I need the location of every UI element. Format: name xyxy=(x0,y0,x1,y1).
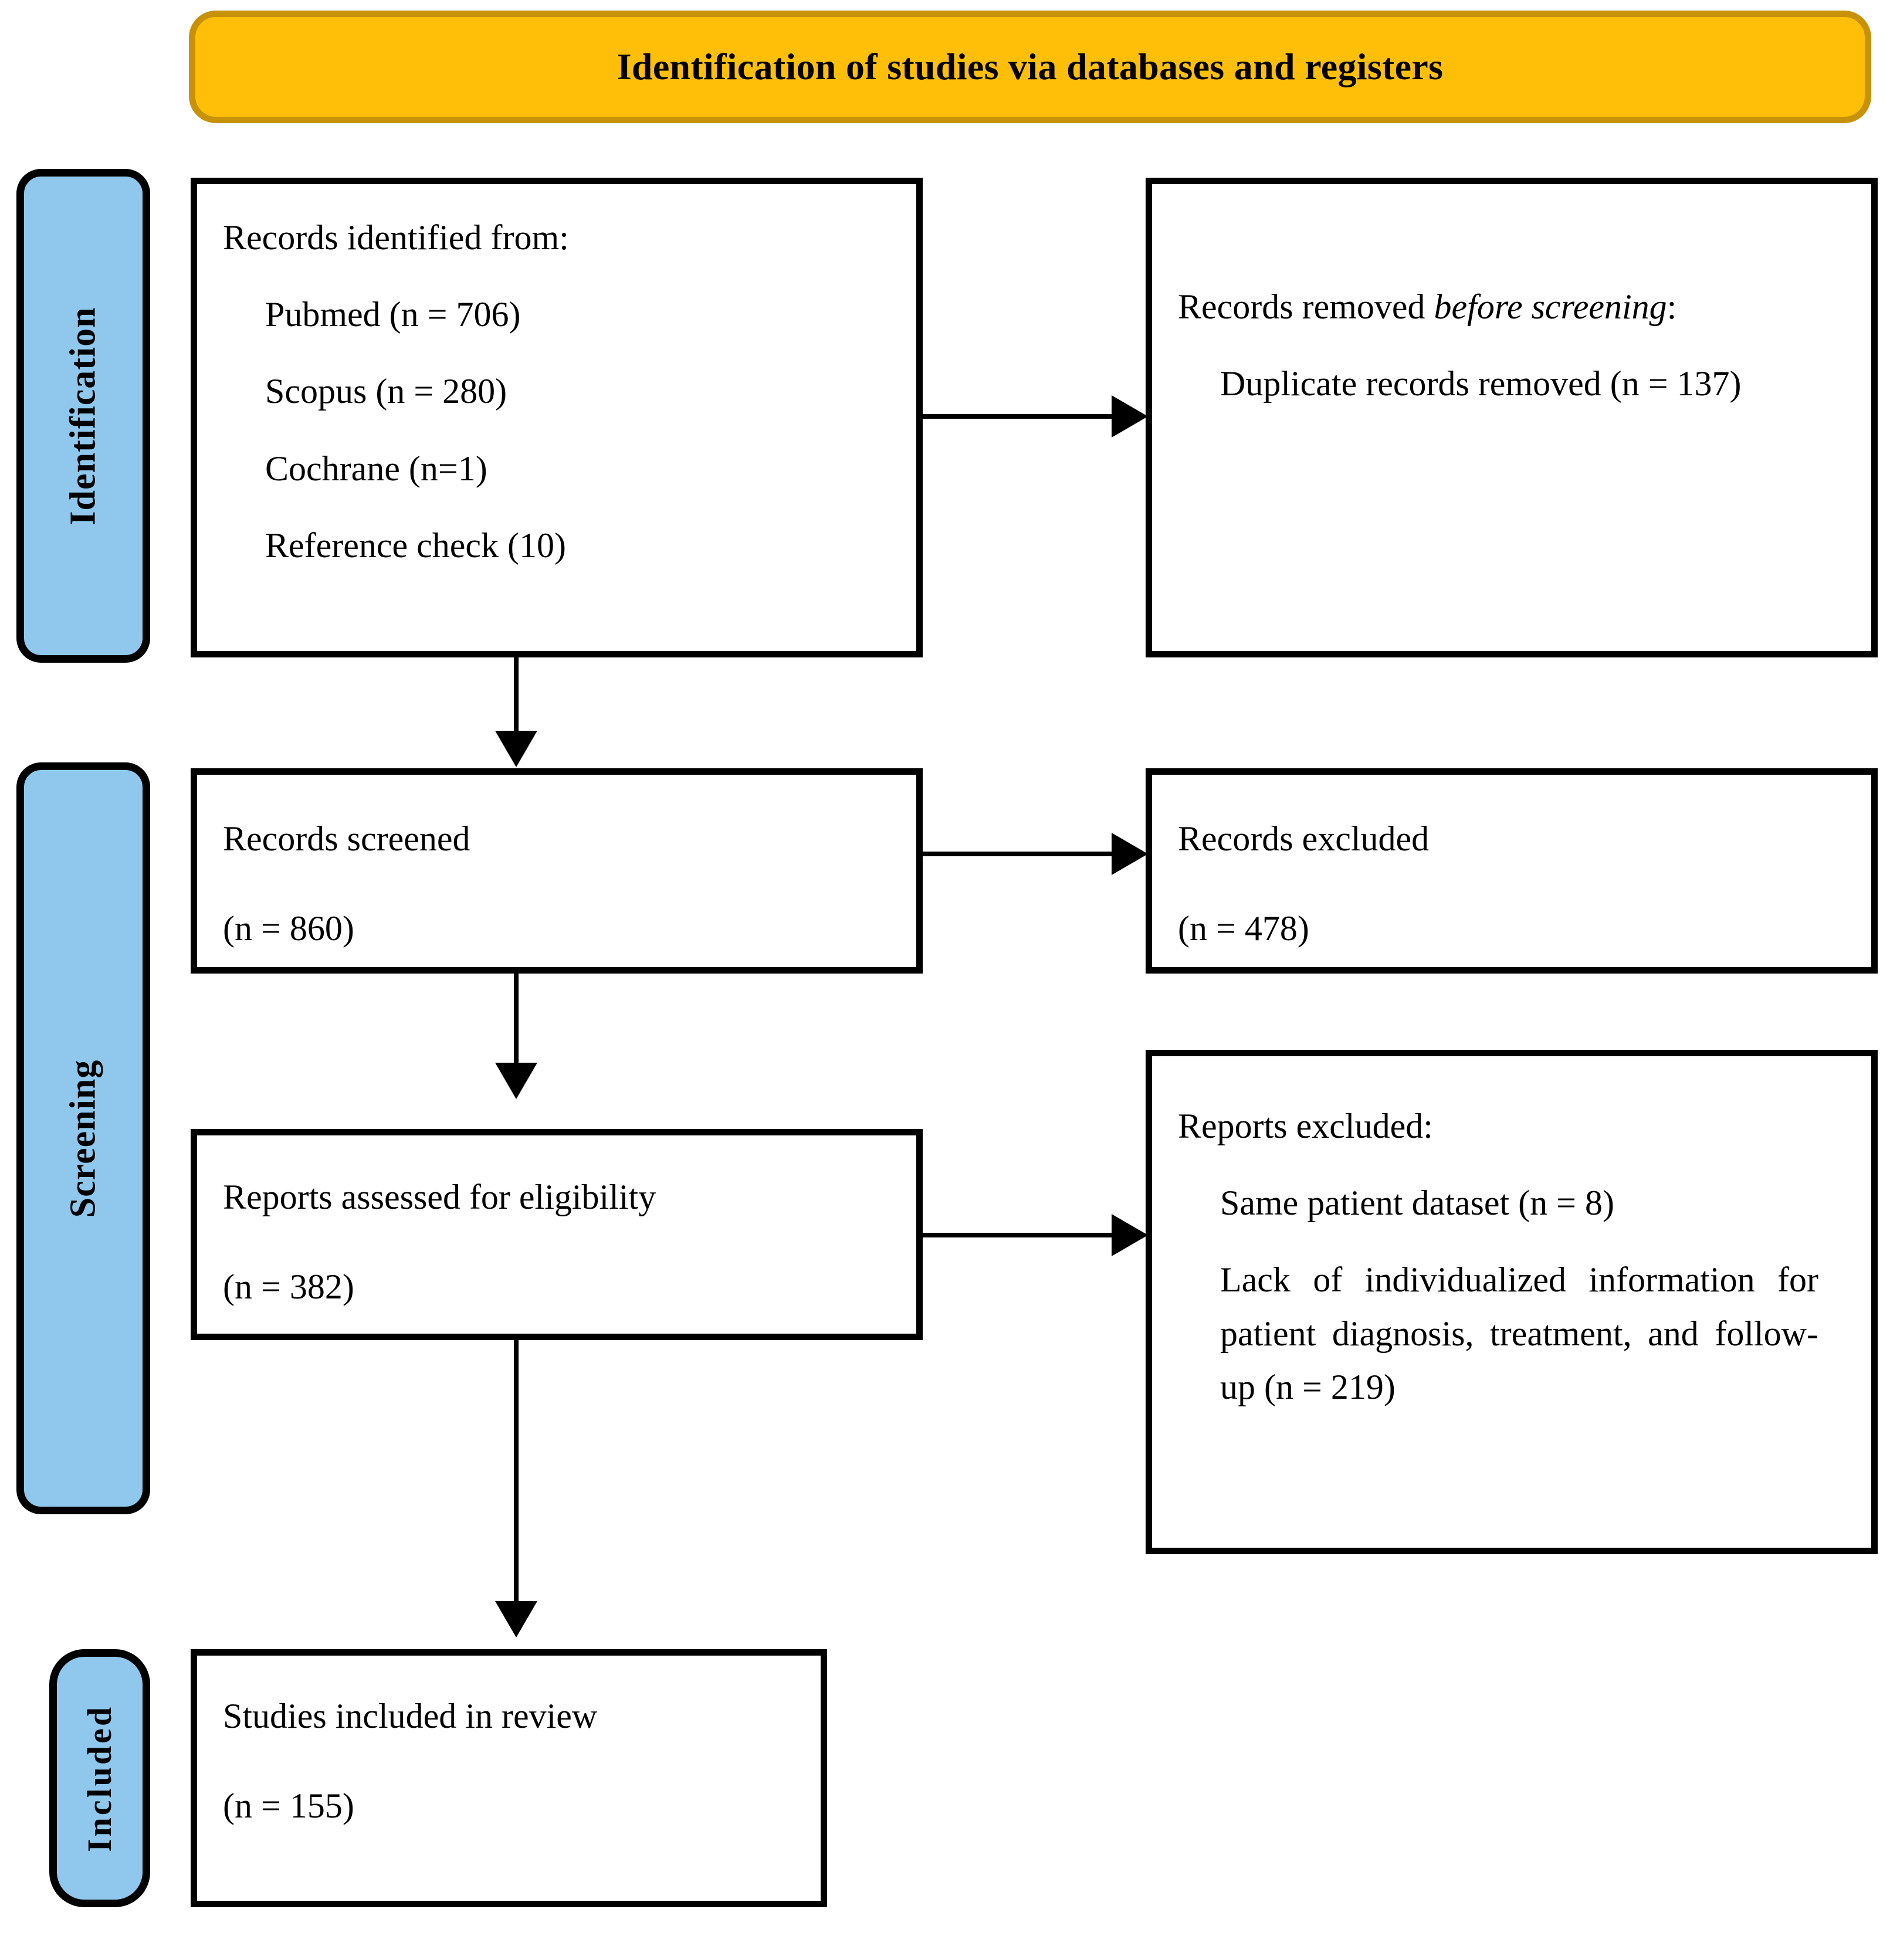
box-records-screened: Records screened (n = 860) xyxy=(191,768,923,974)
reports-assessed-count: (n = 382) xyxy=(223,1267,354,1307)
arrowhead-screened-to-excluded xyxy=(1112,833,1148,875)
arrowhead-assessed-to-reports-excluded xyxy=(1112,1214,1148,1256)
connector-screened-to-excluded xyxy=(923,852,1116,856)
records-removed-heading-italic: before screening xyxy=(1434,287,1667,326)
connector-assessed-to-reports-excluded xyxy=(923,1233,1116,1237)
records-excluded-label: Records excluded xyxy=(1178,819,1430,858)
connector-screened-to-assessed xyxy=(514,974,519,1067)
box-records-identified: Records identified from: Pubmed (n = 706… xyxy=(191,178,923,657)
stage-tab-included: Included xyxy=(49,1649,150,1907)
records-identified-source: Reference check (10) xyxy=(265,525,566,565)
connector-identified-to-removed xyxy=(923,414,1116,419)
records-removed-heading: Records removed before screening: xyxy=(1178,280,1845,334)
studies-included-label: Studies included in review xyxy=(223,1697,598,1735)
records-identified-source: Scopus (n = 280) xyxy=(265,372,507,411)
connector-assessed-to-included xyxy=(514,1340,519,1605)
arrowhead-assessed-to-included xyxy=(495,1601,537,1637)
records-identified-source: Pubmed (n = 706) xyxy=(265,295,521,334)
stage-tab-screening-label: Screening xyxy=(63,1059,103,1218)
records-screened-label: Records screened xyxy=(223,819,470,858)
reports-assessed-label: Reports assessed for eligibility xyxy=(223,1178,656,1216)
records-removed-detail: Duplicate records removed (n = 137) xyxy=(1220,364,1742,403)
box-studies-included: Studies included in review (n = 155) xyxy=(191,1649,827,1907)
records-excluded-count: (n = 478) xyxy=(1178,909,1309,948)
box-reports-assessed: Reports assessed for eligibility (n = 38… xyxy=(191,1129,923,1340)
arrowhead-identified-to-removed xyxy=(1112,395,1148,438)
reports-excluded-heading: Reports excluded: xyxy=(1178,1107,1433,1145)
stage-tab-screening: Screening xyxy=(16,762,150,1514)
records-identified-heading: Records identified from: xyxy=(223,218,569,257)
connector-identified-to-screened xyxy=(514,657,519,736)
arrowhead-screened-to-assessed xyxy=(495,1063,537,1099)
records-removed-heading-prefix: Records removed xyxy=(1178,287,1434,326)
diagram-header-banner: Identification of studies via databases … xyxy=(189,11,1871,123)
stage-tab-included-label: Included xyxy=(80,1704,119,1852)
page-title: Identification of studies via databases … xyxy=(617,45,1444,87)
box-records-removed: Records removed before screening: Duplic… xyxy=(1146,178,1878,657)
box-records-excluded: Records excluded (n = 478) xyxy=(1146,768,1878,974)
studies-included-count: (n = 155) xyxy=(223,1786,354,1826)
reports-excluded-reason: Same patient dataset (n = 8) xyxy=(1220,1184,1614,1223)
stage-tab-identification: Identification xyxy=(16,169,150,663)
box-reports-excluded: Reports excluded: Same patient dataset (… xyxy=(1146,1050,1878,1554)
stage-tab-identification-label: Identification xyxy=(63,306,103,525)
records-removed-heading-suffix: : xyxy=(1667,287,1677,326)
reports-excluded-reason: Lack of individualized information for p… xyxy=(1220,1260,1818,1406)
records-screened-count: (n = 860) xyxy=(223,909,354,948)
arrowhead-identified-to-screened xyxy=(495,731,537,767)
records-identified-source: Cochrane (n=1) xyxy=(265,449,487,488)
